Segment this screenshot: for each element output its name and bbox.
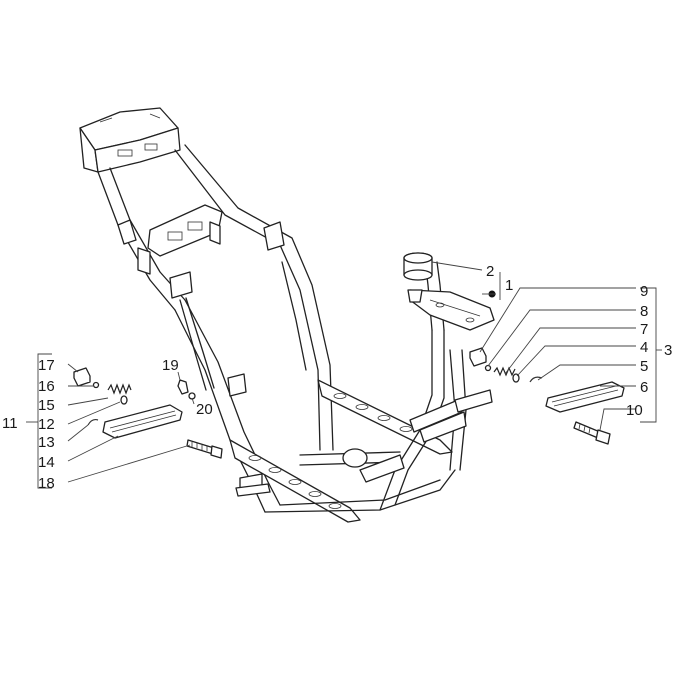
part-19-screw [177,379,189,395]
part-14-footrest-pad [102,404,183,439]
callout-2: 2 [486,263,494,280]
part-7-spring [493,366,516,377]
scooter-frame [79,107,495,523]
callout-20: 20 [196,401,213,418]
right-footrest-assembly [469,290,625,445]
callout-18: 18 [38,475,55,492]
part-17-clip [73,367,91,387]
callout-15: 15 [38,397,55,414]
leader-lines [26,261,662,489]
callout-labels: 2 1 9 8 7 4 3 5 6 10 17 16 15 11 12 13 1… [2,263,672,492]
part-10-bolt [573,421,611,445]
callout-6: 6 [640,379,648,396]
callout-11: 11 [2,415,18,432]
part-6-footrest-pad [545,381,625,413]
part-8-ball [484,364,492,372]
callout-4: 4 [640,339,648,356]
callout-10: 10 [626,402,643,419]
callout-12: 12 [38,416,55,433]
part-16-ball [92,381,100,389]
callout-3: 3 [664,342,672,359]
callout-17: 17 [38,357,55,374]
callout-16: 16 [38,378,55,395]
callout-5: 5 [640,358,648,375]
part-12-washer [120,395,128,405]
part-18-bolt [186,439,223,459]
callout-13: 13 [38,434,55,451]
callout-8: 8 [640,303,648,320]
part-5-pin [529,376,543,383]
callout-14: 14 [38,454,55,471]
part-9-clip [469,347,487,367]
callout-7: 7 [640,321,648,338]
left-footrest-assembly [73,367,223,459]
part-13-pin [87,418,99,426]
callout-1: 1 [505,277,513,294]
callout-9: 9 [640,283,648,300]
part-15-spring [107,383,132,395]
callout-19: 19 [162,357,179,374]
